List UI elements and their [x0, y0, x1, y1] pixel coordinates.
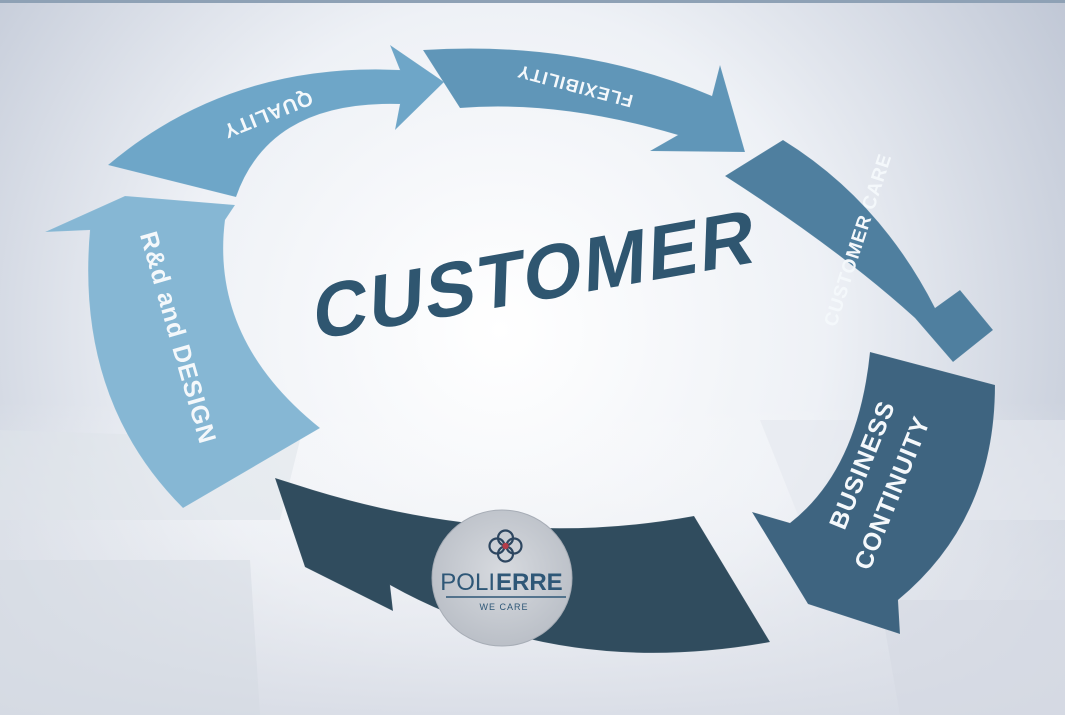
flower-icon	[488, 529, 523, 563]
segment-arrows	[44, 43, 996, 654]
floor-panel-bottom-right	[880, 600, 1065, 715]
customer-care-arrow	[724, 139, 994, 363]
business-continuity-arrow	[750, 351, 996, 635]
flexibility-arrow	[422, 48, 746, 153]
floor-panel-bottom-left	[0, 560, 260, 715]
rd-design-arrow	[44, 195, 321, 509]
logo-brand-left: POLI	[440, 569, 495, 596]
company-logo: POLI ERRE WE CARE	[431, 509, 573, 647]
top-border	[0, 0, 1065, 3]
quality-arrow	[106, 43, 445, 198]
logo-tagline: WE CARE	[479, 602, 528, 612]
logo-brand-right: ERRE	[496, 569, 563, 596]
